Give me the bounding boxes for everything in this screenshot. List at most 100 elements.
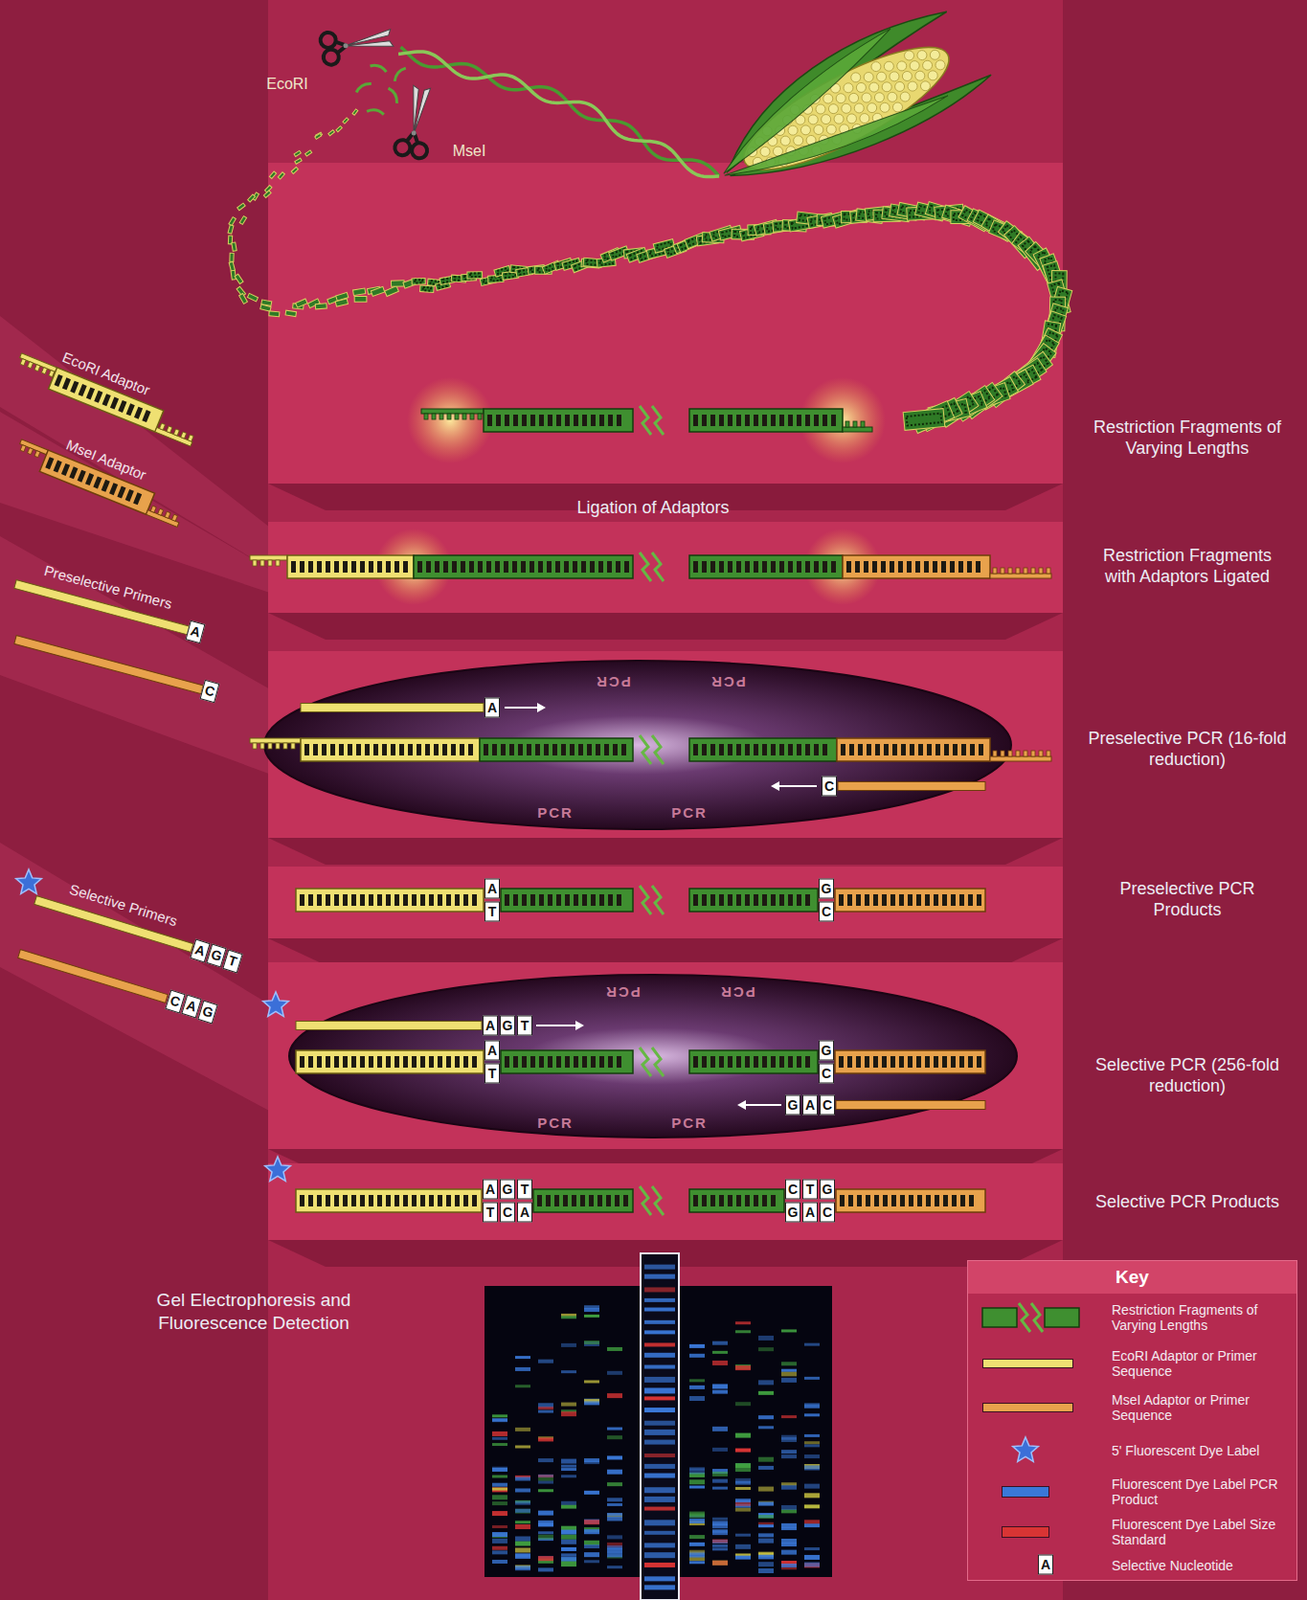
double-strand [500, 888, 633, 912]
base-pair [463, 1194, 469, 1207]
nucleotide-box: C [818, 1063, 834, 1084]
base-pair [616, 894, 622, 906]
base-pair [582, 1056, 587, 1068]
handle [410, 141, 429, 160]
overhang-base [447, 413, 451, 420]
base-pair [701, 1056, 707, 1068]
base-pair [299, 561, 305, 573]
fragment-body [228, 261, 235, 271]
base-pair [873, 894, 879, 906]
restriction-fragment [328, 130, 336, 136]
fragment-body [277, 172, 285, 180]
gel-band [781, 1369, 797, 1373]
base-pair [356, 743, 361, 756]
gel-band [492, 1487, 508, 1491]
base-pair [608, 414, 613, 427]
nucleotide-box: A [1037, 1554, 1054, 1576]
base-pair [385, 561, 391, 573]
kernel [855, 81, 869, 95]
base-pair [788, 1056, 793, 1068]
gel-band [538, 1534, 554, 1540]
base-pair [53, 460, 63, 474]
base-pair [454, 894, 460, 906]
watermark-text: PCR [537, 804, 574, 821]
gel-band [584, 1314, 600, 1318]
base-pair [308, 1194, 314, 1207]
base-pair [624, 561, 630, 573]
kernel [758, 145, 772, 159]
gel-band [804, 1441, 820, 1444]
base-pair [291, 561, 296, 573]
overhang-base [180, 431, 187, 439]
base-pair [838, 1056, 844, 1068]
base-pair [831, 414, 836, 427]
restriction-fragment [370, 286, 384, 296]
watermark-text: PCR [604, 984, 641, 1001]
base-pair [898, 561, 903, 573]
base-pair [770, 743, 776, 756]
base-pair [909, 743, 915, 756]
nucleotide-box: C [818, 901, 834, 923]
gel-band [644, 1487, 676, 1493]
gel-band [712, 1360, 728, 1366]
base-pair [342, 894, 348, 906]
gel-band [781, 1542, 797, 1547]
legend-text: Selective Nucleotide [1111, 1557, 1294, 1574]
double-strand [836, 738, 991, 762]
base-pair [805, 743, 811, 756]
single-strand [249, 738, 301, 744]
gel-band [735, 1401, 751, 1406]
base-pair [512, 561, 518, 573]
fragment-body [231, 242, 237, 251]
dna-strand [398, 51, 720, 178]
watermark-text: PCR [671, 1114, 708, 1131]
base-pair [330, 743, 336, 756]
gel-band [689, 1344, 705, 1349]
base-pair [882, 1194, 888, 1207]
step-band [268, 962, 1063, 1150]
dna-piece [355, 81, 372, 93]
base-pair [325, 894, 331, 906]
gel-band [561, 1534, 577, 1540]
fragment-body [239, 216, 247, 226]
gel-band [492, 1442, 508, 1446]
restriction-fragment [384, 286, 400, 297]
base-pair [420, 1056, 426, 1068]
fragment-body [305, 150, 313, 157]
base-pair [606, 1194, 611, 1207]
gel-band [758, 1514, 774, 1519]
double-strand [834, 888, 986, 912]
base-pair [538, 561, 543, 573]
gel-band [689, 1560, 705, 1564]
gel-band [607, 1435, 623, 1440]
gel-band [492, 1546, 508, 1551]
base-pair [117, 400, 127, 413]
break-mark [639, 552, 652, 582]
restriction-fragment [263, 190, 271, 199]
gel-band [804, 1547, 820, 1551]
base-pair [839, 1194, 845, 1207]
base-pair [753, 743, 759, 756]
fragment-body [294, 157, 302, 164]
base-pair [411, 894, 417, 906]
gel-band [712, 1517, 728, 1521]
step-label: Ligation of Adaptors [576, 497, 729, 519]
restriction-fragment [239, 293, 248, 305]
base-pair [779, 1056, 785, 1068]
base-pair [701, 743, 707, 756]
single-strand [155, 427, 193, 447]
fragment-body [315, 133, 322, 139]
gel-band [644, 1286, 676, 1292]
gel-band [712, 1447, 728, 1452]
base-pair [347, 743, 353, 756]
band-shadow [268, 938, 1063, 966]
gel-band [538, 1477, 554, 1482]
overhang-base [41, 367, 47, 375]
base-pair [744, 894, 750, 906]
restriction-fragment [228, 261, 235, 271]
dna-piece [366, 108, 384, 114]
base-pair [831, 561, 836, 573]
gel-band [515, 1476, 531, 1481]
gel-band [561, 1530, 577, 1535]
break-mark [639, 1047, 652, 1077]
